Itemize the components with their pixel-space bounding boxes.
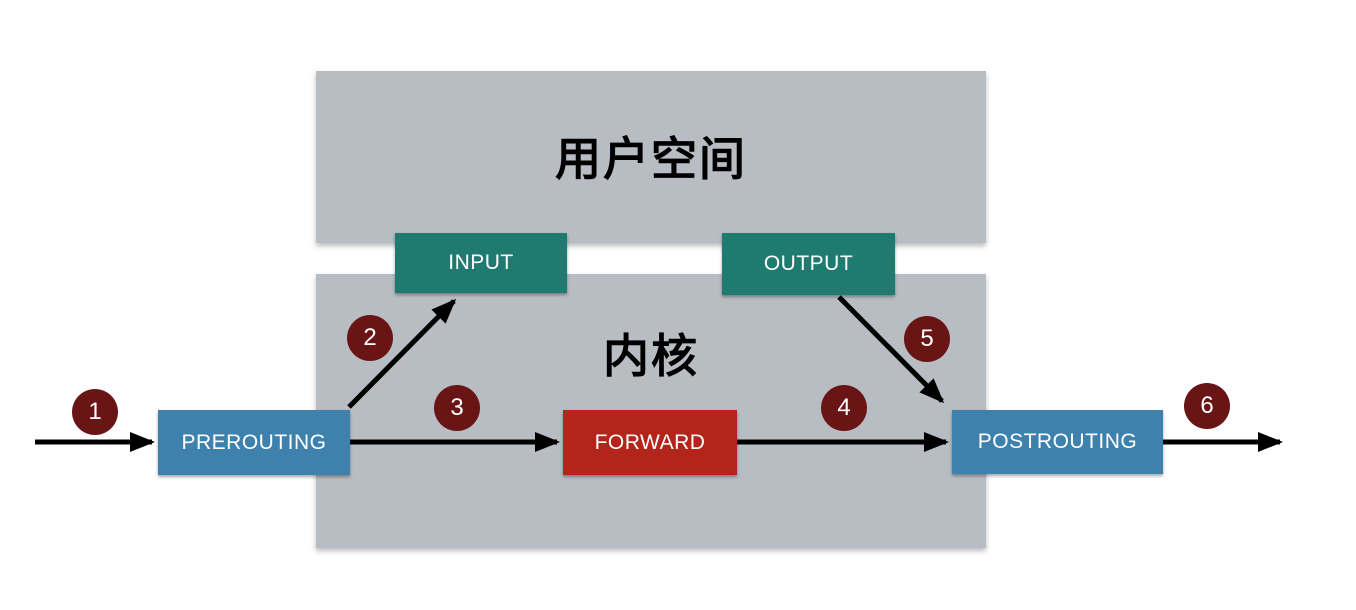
step-badge-2: 2 (347, 315, 393, 361)
chain-box-output: OUTPUT (722, 233, 895, 295)
chain-box-prerouting: PREROUTING (158, 410, 350, 475)
user-space-label: 用户空间 (555, 133, 747, 185)
chain-box-input: INPUT (395, 233, 567, 293)
step-badge-4: 4 (821, 385, 867, 431)
chain-box-forward: FORWARD (563, 410, 737, 475)
step-badge-6: 6 (1184, 383, 1230, 429)
step-badge-5: 5 (904, 316, 950, 362)
kernel-label: 内核 (603, 330, 699, 382)
chain-box-postrouting: POSTROUTING (952, 410, 1163, 474)
step-badge-1: 1 (72, 389, 118, 435)
user-space-region: 用户空间 (316, 71, 986, 243)
step-badge-3: 3 (434, 385, 480, 431)
